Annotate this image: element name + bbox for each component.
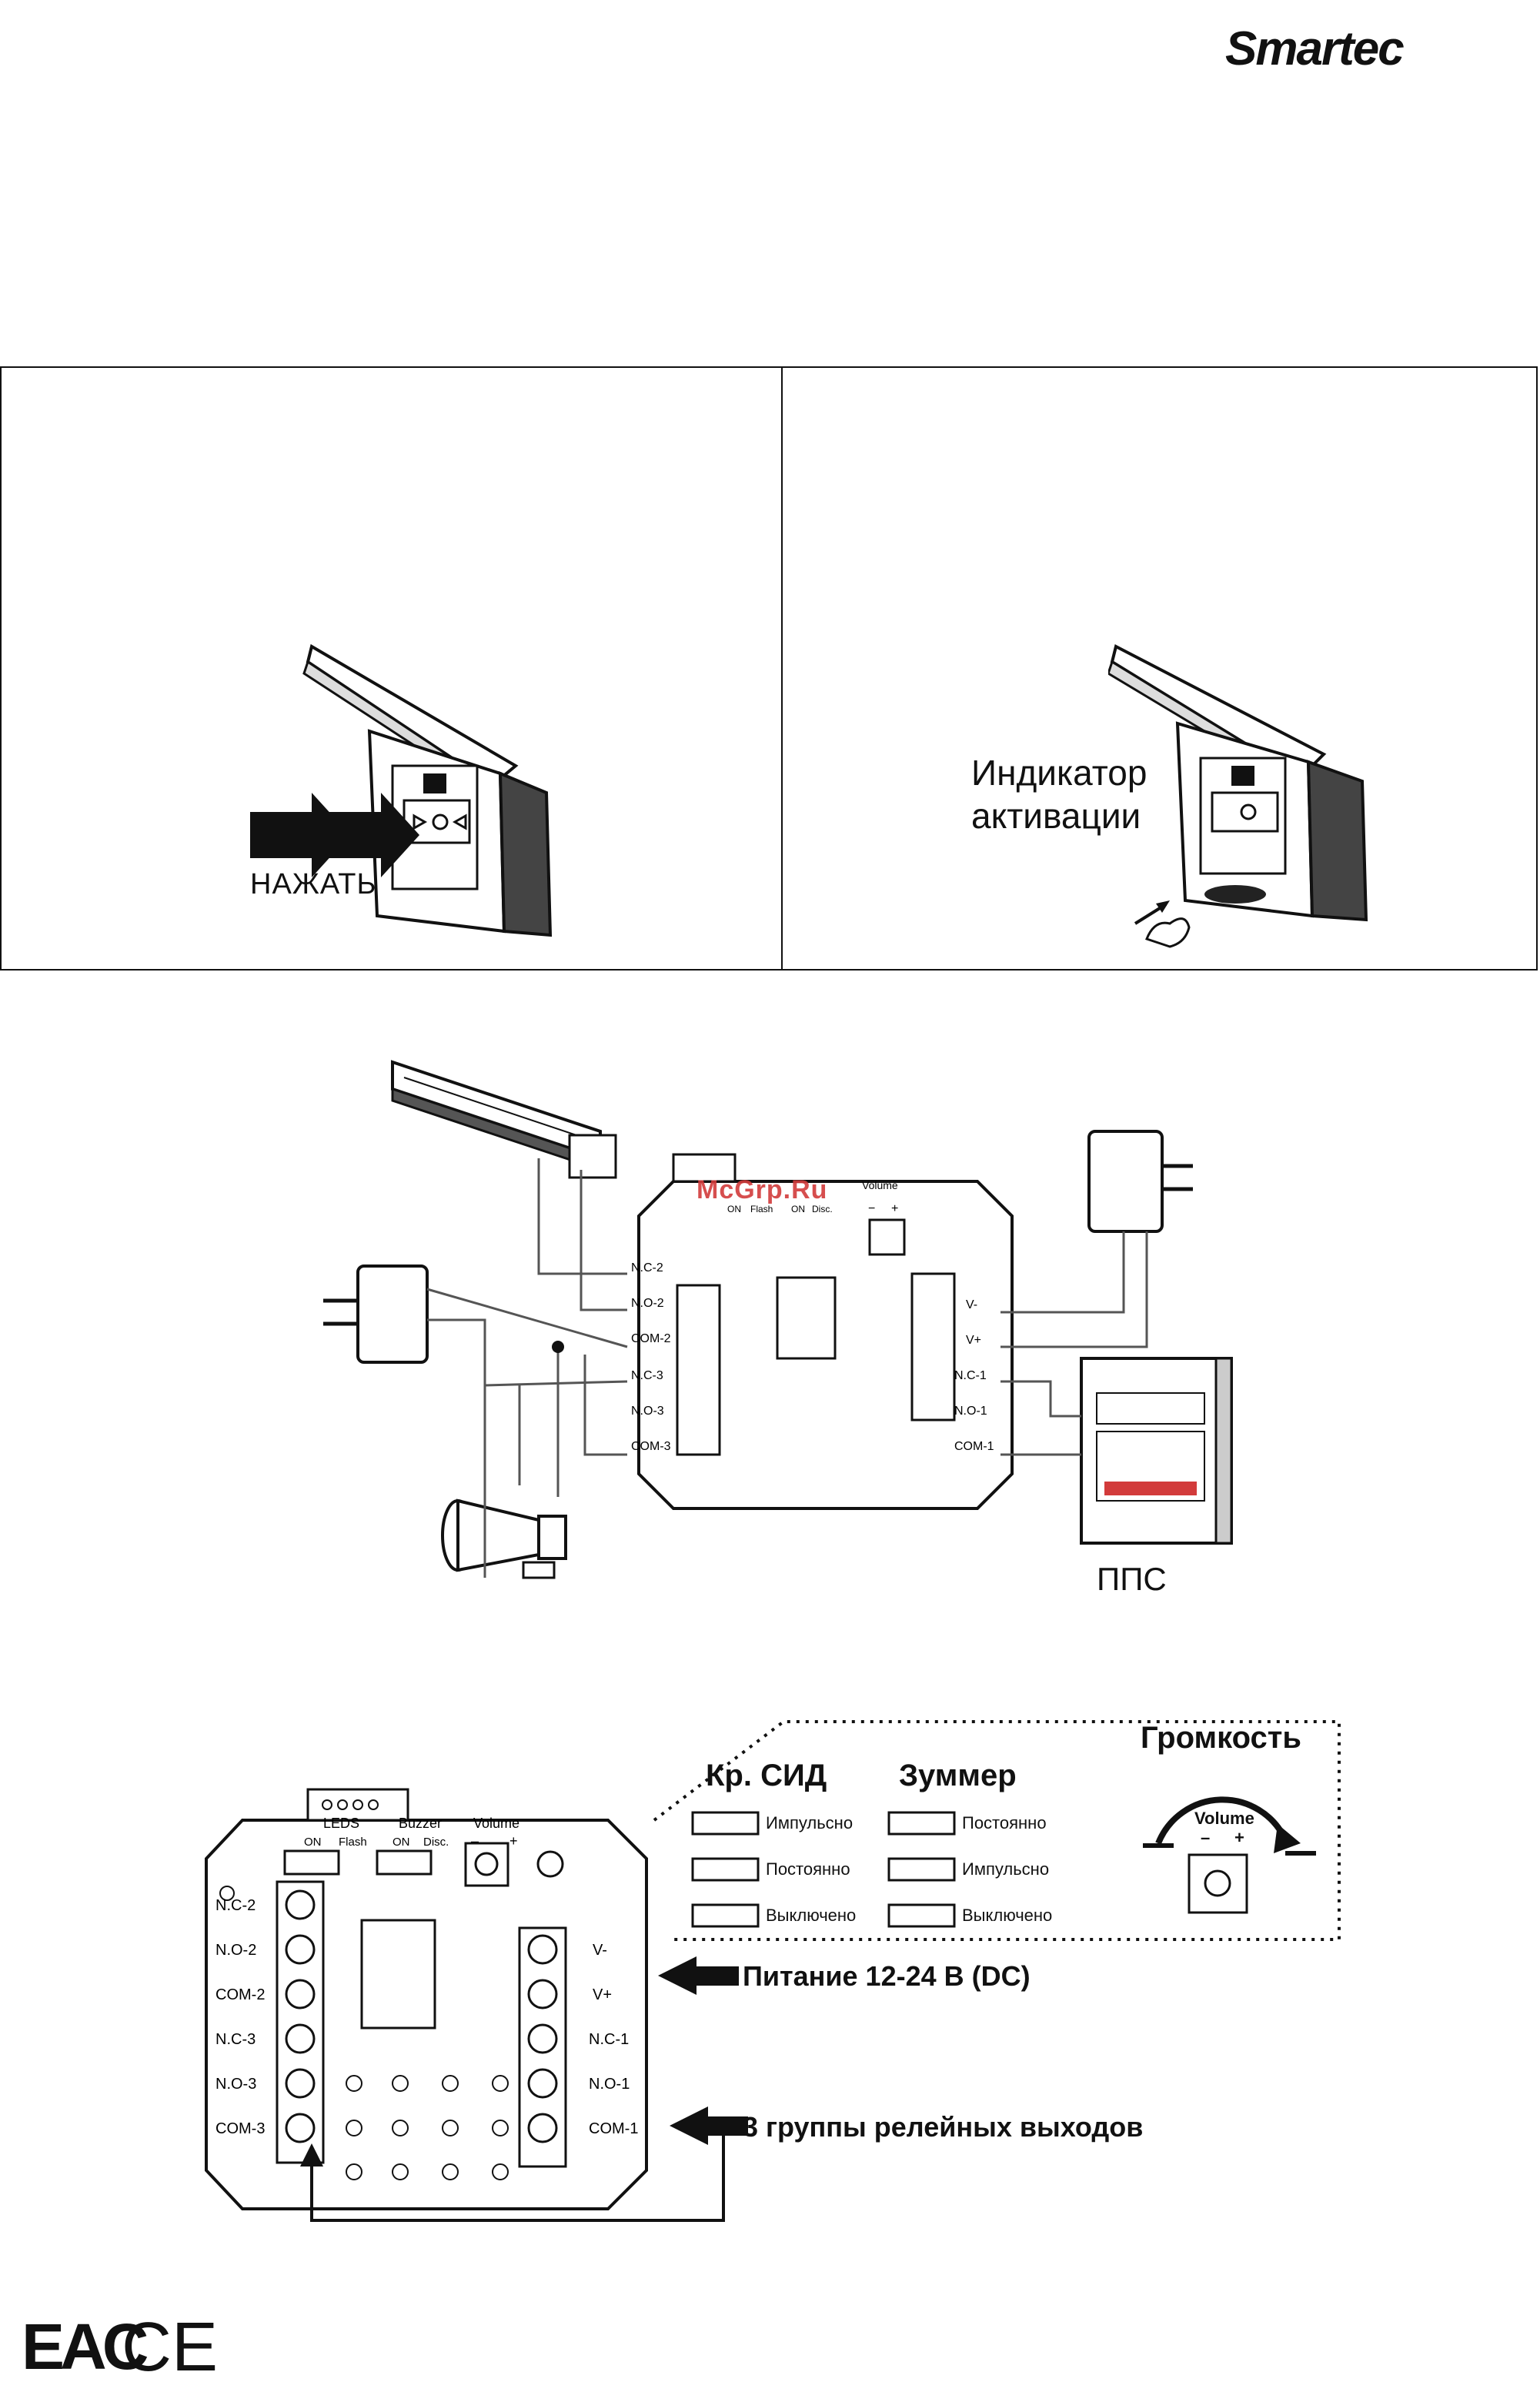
sb-nc1: N.C-1 — [954, 1369, 987, 1382]
volume-knob — [1188, 1853, 1248, 1914]
sb-plus: + — [891, 1202, 898, 1215]
bd-com3: COM-3 — [215, 2120, 265, 2137]
sb-no2: N.O-2 — [631, 1297, 664, 1310]
small-control-board: N.C-2 N.O-2 COM-2 N.C-3 N.O-3 COM-3 V- V… — [631, 1153, 1014, 1510]
sb-nc2: N.C-2 — [631, 1261, 663, 1275]
sb-com2: COM-2 — [631, 1332, 671, 1345]
volume-knob-label: Volume — [1194, 1809, 1254, 1828]
relay-callout: 3 группы релейных выходов — [743, 2111, 1144, 2143]
bd-nc2: N.C-2 — [215, 1897, 256, 1914]
bd-flash: Flash — [339, 1836, 367, 1849]
bd-nc1: N.C-1 — [589, 2031, 629, 2048]
indicator-line-2: активации — [971, 796, 1141, 836]
bd-no1: N.O-1 — [589, 2076, 630, 2093]
wiring-diagram: N.C-2 N.O-2 COM-2 N.C-3 N.O-3 COM-3 V- V… — [323, 1060, 1233, 1579]
magnetic-lock — [391, 1060, 617, 1179]
buzzer-item-off: Выключено — [962, 1906, 1053, 1925]
bd-minus: – — [471, 1833, 479, 1849]
sb-minus: − — [868, 1202, 875, 1215]
bd-disc: Disc. — [423, 1836, 449, 1849]
bd-on1: ON — [304, 1836, 322, 1849]
buzzer-legend-title: Зуммер — [899, 1759, 1017, 1792]
sb-com1: COM-1 — [954, 1440, 994, 1453]
indicator-line-1: Индикатор — [971, 753, 1147, 793]
buzzer-item-pulse: Импульсно — [962, 1859, 1050, 1879]
smartec-logo: Smartec — [1225, 22, 1405, 75]
bd-com1: COM-1 — [589, 2120, 638, 2137]
volume-legend-title: Громкость — [1141, 1721, 1301, 1755]
sb-flash: Flash — [750, 1204, 773, 1214]
bd-leds: LEDS — [323, 1816, 359, 1831]
bd-on2: ON — [393, 1836, 410, 1849]
certification-marks: EAC CE — [22, 2309, 218, 2378]
fire-panel-label: ППС — [1097, 1561, 1167, 1597]
eac-mark: EAC — [22, 2310, 148, 2378]
ce-mark: CE — [122, 2309, 218, 2378]
power-adapter-right — [1087, 1130, 1193, 1233]
fire-panel — [1080, 1357, 1233, 1545]
wires — [426, 1158, 1148, 1578]
logo-text: Smartec — [1225, 22, 1404, 75]
power-adapter-left — [323, 1264, 429, 1364]
sb-on1: ON — [727, 1204, 741, 1214]
bd-volume: Volume — [473, 1816, 519, 1831]
volume-knob-minus: – — [1201, 1828, 1211, 1847]
power-callout: Питание 12-24 В (DC) — [743, 1960, 1031, 1992]
bd-buzzer: Buzzer — [399, 1816, 442, 1831]
bd-no2: N.O-2 — [215, 1942, 256, 1959]
led-item-steady: Постоянно — [766, 1859, 850, 1879]
press-label: НАЖАТЬ — [250, 868, 377, 900]
bd-no3: N.O-3 — [215, 2076, 256, 2093]
led-item-pulse: Импульсно — [766, 1813, 854, 1832]
sb-disc: Disc. — [812, 1204, 833, 1214]
sb-on2: ON — [791, 1204, 805, 1214]
sb-volume: Volume — [862, 1179, 898, 1191]
sb-com3: COM-3 — [631, 1440, 671, 1453]
sb-vminus: V- — [966, 1298, 977, 1311]
bd-vminus: V- — [593, 1942, 607, 1959]
press-arrows — [250, 793, 419, 877]
sb-no3: N.O-3 — [631, 1405, 664, 1418]
sb-no1: N.O-1 — [954, 1405, 987, 1418]
instruction-panels — [0, 366, 1538, 971]
bd-plus: + — [509, 1833, 518, 1849]
sb-nc3: N.C-3 — [631, 1369, 663, 1382]
led-legend-title: Кр. СИД — [706, 1759, 827, 1792]
call-point-device-activated — [1108, 644, 1368, 948]
bd-com2: COM-2 — [215, 1986, 265, 2003]
siren — [441, 1498, 567, 1579]
buzzer-item-steady: Постоянно — [962, 1813, 1047, 1832]
activation-indicator-label: Индикатор активации — [971, 751, 1147, 837]
bd-vplus: V+ — [593, 1986, 612, 2003]
led-item-off: Выключено — [766, 1906, 857, 1925]
volume-knob-plus: + — [1234, 1828, 1244, 1847]
bd-nc3: N.C-3 — [215, 2031, 256, 2048]
panel-divider — [781, 366, 783, 971]
watermark: McGrp.Ru — [697, 1175, 828, 1204]
sb-vplus: V+ — [966, 1334, 981, 1347]
board-detail: LEDS Buzzer Volume ON Flash ON Disc. – +… — [205, 1720, 1341, 2222]
